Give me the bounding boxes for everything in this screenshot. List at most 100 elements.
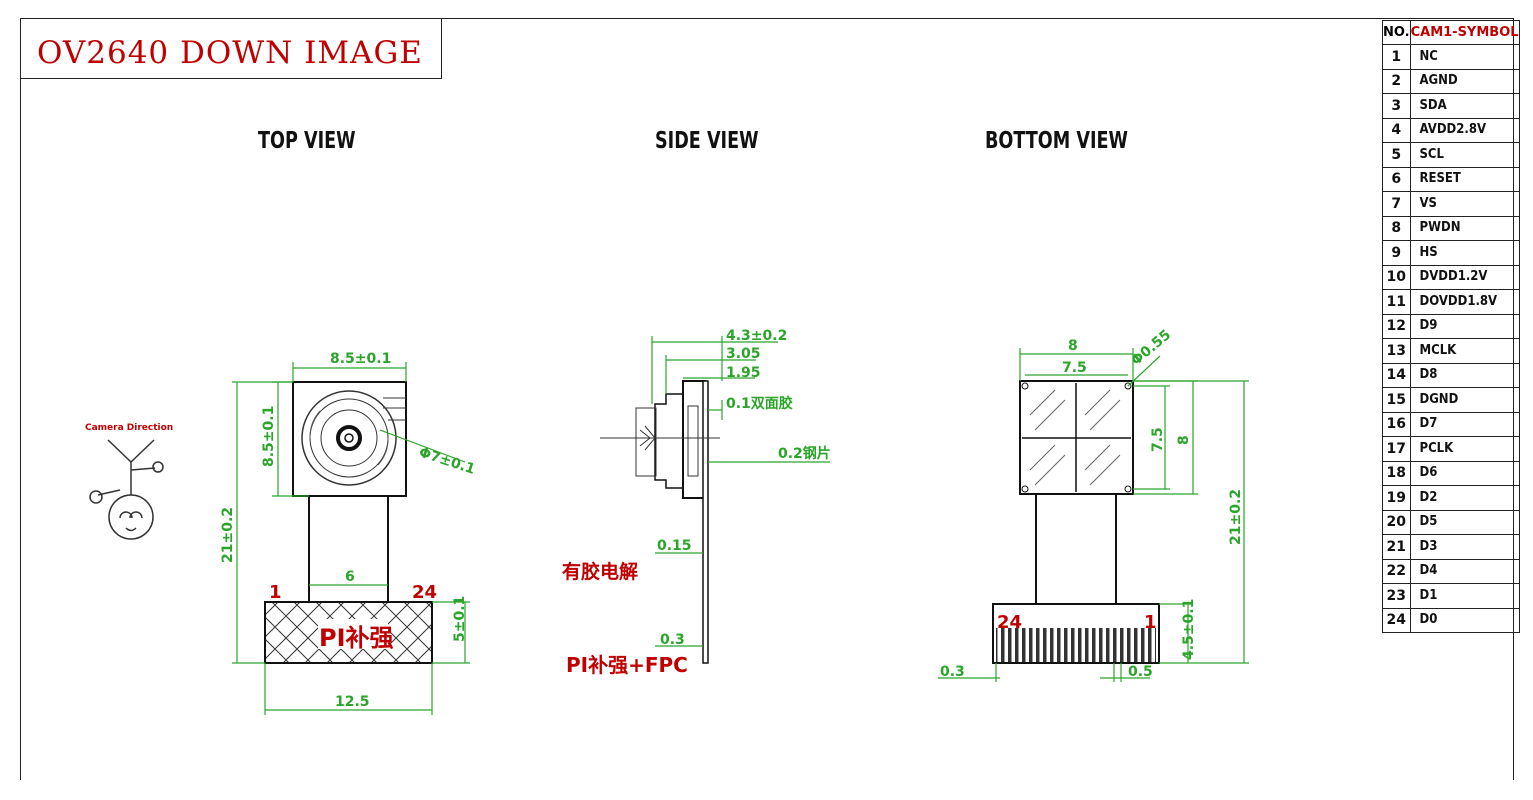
pin-signal: VS <box>1415 191 1515 217</box>
top-total-length-dimension: 21±0.2 <box>220 507 236 563</box>
pin-signal: D2 <box>1415 485 1515 511</box>
side-view-title: SIDE VIEW <box>655 128 759 154</box>
side-03-dimension: 0.3 <box>660 632 685 648</box>
pin-signal: DVDD1.2V <box>1415 264 1515 290</box>
pin-number: 15 <box>1382 387 1411 413</box>
pin-number: 4 <box>1382 117 1411 143</box>
pin-signal: SCL <box>1415 142 1515 168</box>
bottom-inner-height-dimension: 7.5 <box>1150 427 1166 452</box>
bottom-outer-width-dimension: 8 <box>1068 338 1078 354</box>
pin-number: 9 <box>1382 240 1411 266</box>
page-title: OV2640 DOWN IMAGE <box>37 35 423 71</box>
side-small-dimension: 1.95 <box>726 365 761 381</box>
pin-signal: PWDN <box>1415 215 1515 241</box>
pin-signal: SDA <box>1415 93 1515 119</box>
pin-signal: D3 <box>1415 534 1515 560</box>
stiffener-label: PI补强 <box>319 624 394 652</box>
pin-signal: PCLK <box>1415 436 1515 462</box>
pin-signal: D0 <box>1415 607 1515 633</box>
pin-number: 13 <box>1382 338 1411 364</box>
top-height-dimension: 8.5±0.1 <box>261 406 277 467</box>
top-view-title: TOP VIEW <box>258 128 356 154</box>
drawing-frame <box>20 18 1514 780</box>
pi-fpc-label: PI补强+FPC <box>566 653 688 677</box>
glue-label: 有胶电解 <box>562 560 638 583</box>
bottom-05-dimension: 0.5 <box>1128 664 1153 680</box>
pin-table-header-symbol: CAM1-SYMBOL <box>1409 20 1520 45</box>
side-015-dimension: 0.15 <box>657 538 692 554</box>
pin-number: 16 <box>1382 411 1411 437</box>
side-mid-dimension: 3.05 <box>726 346 761 362</box>
pin-signal: HS <box>1415 240 1515 266</box>
bottom-pin-1-label: 1 <box>1144 612 1157 633</box>
pin-number: 3 <box>1382 93 1411 119</box>
side-view-drawing: 4.3±0.2 3.05 1.95 0.1双面胶 0.2钢片 0.15 有胶电解… <box>562 328 831 677</box>
lens-diameter-dimension: Φ7±0.1 <box>417 445 477 478</box>
pin-number: 11 <box>1382 289 1411 315</box>
pin-number: 18 <box>1382 460 1411 486</box>
pin-number: 24 <box>1382 607 1411 633</box>
bottom-03-dimension: 0.3 <box>940 664 965 680</box>
pin-number: 8 <box>1382 215 1411 241</box>
top-pin-1-label: 1 <box>269 582 282 603</box>
pin-signal: D6 <box>1415 460 1515 486</box>
pin-signal: D9 <box>1415 313 1515 339</box>
pin-signal: DOVDD1.8V <box>1415 289 1515 315</box>
pin-number: 23 <box>1382 583 1411 609</box>
pin-signal: D5 <box>1415 509 1515 535</box>
title-box: OV2640 DOWN IMAGE <box>20 18 442 79</box>
pin-signal: D1 <box>1415 583 1515 609</box>
pin-number: 7 <box>1382 191 1411 217</box>
side-total-dimension: 4.3±0.2 <box>726 328 787 344</box>
pin-signal: AVDD2.8V <box>1415 117 1515 143</box>
bottom-view-title: BOTTOM VIEW <box>985 128 1128 154</box>
bottom-total-length-dimension: 21±0.2 <box>1228 489 1244 545</box>
pin-signal: D4 <box>1415 558 1515 584</box>
pin-signal: RESET <box>1415 166 1515 192</box>
pin-number: 2 <box>1382 68 1411 94</box>
pin-signal: AGND <box>1415 68 1515 94</box>
bottom-outer-height-dimension: 8 <box>1176 435 1192 445</box>
pin-number: 10 <box>1382 264 1411 290</box>
pin-number: 19 <box>1382 485 1411 511</box>
bottom-view-drawing: 24 1 <box>938 327 1249 682</box>
pin-number: 22 <box>1382 558 1411 584</box>
tape-label: 0.1双面胶 <box>726 395 793 412</box>
pin-signal: D7 <box>1415 411 1515 437</box>
finger-height-dimension: 4.5±0.1 <box>1181 599 1197 660</box>
pin-signal: NC <box>1415 44 1515 70</box>
bottom-inner-width-dimension: 7.5 <box>1062 360 1087 376</box>
pin-signal: D8 <box>1415 362 1515 388</box>
bottom-pin-24-label: 24 <box>997 612 1022 633</box>
camera-direction-icon: Camera Direction <box>85 423 173 540</box>
pin-number: 6 <box>1382 166 1411 192</box>
top-width-dimension: 8.5±0.1 <box>330 351 391 367</box>
pin-number: 17 <box>1382 436 1411 462</box>
pin-number: 20 <box>1382 509 1411 535</box>
stiffener-width-dimension: 12.5 <box>335 694 370 710</box>
pin-table-header-no: NO. <box>1382 20 1411 45</box>
camera-direction-label: Camera Direction <box>85 423 173 433</box>
